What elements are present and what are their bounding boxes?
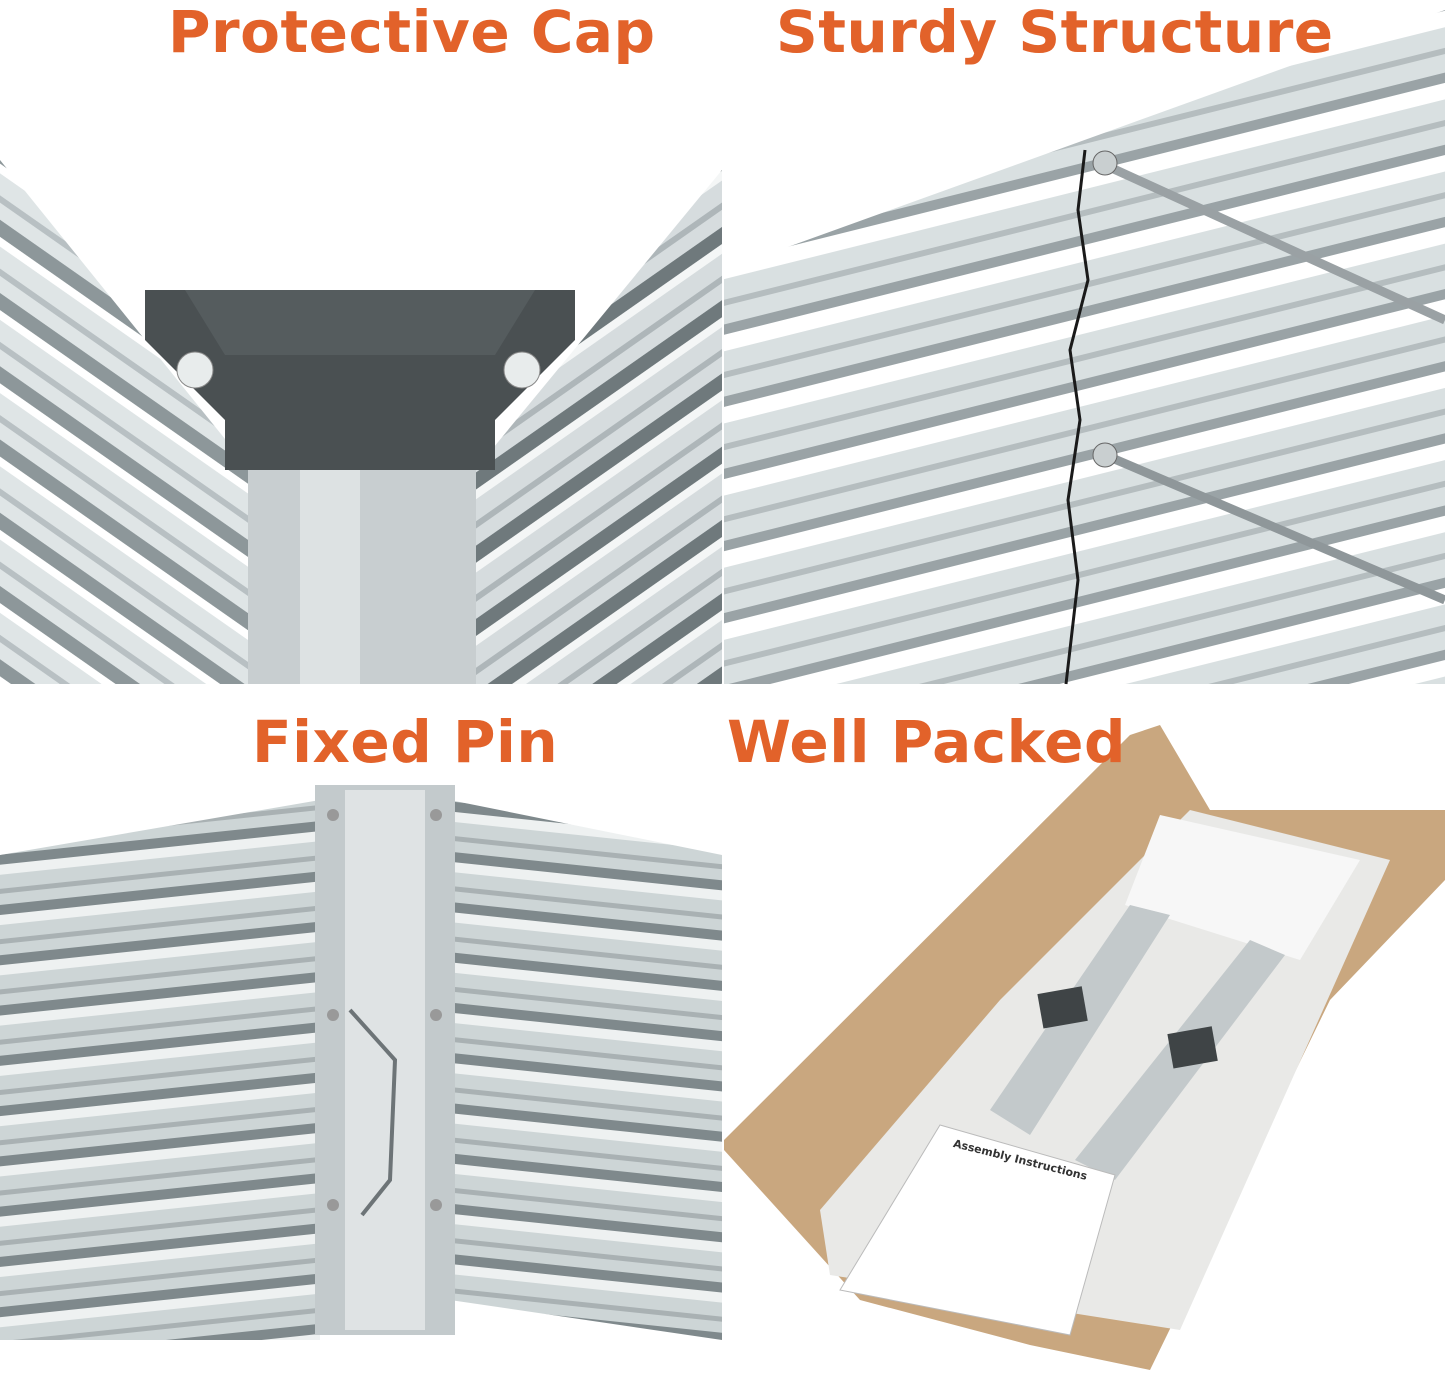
sturdy-structure-photo — [724, 10, 1445, 685]
protective-cap-label: Protective Cap — [168, 0, 656, 66]
well-packed-label: Well Packed — [727, 708, 1127, 776]
protective-cap-photo — [0, 160, 722, 684]
fixed-pin-label: Fixed Pin — [252, 708, 559, 776]
screw-icon — [503, 351, 541, 389]
well-packed-photo — [724, 725, 1445, 1370]
fixed-pin-photo — [0, 785, 722, 1340]
sturdy-structure-label: Sturdy Structure — [776, 0, 1334, 66]
screw-icon — [176, 351, 214, 389]
